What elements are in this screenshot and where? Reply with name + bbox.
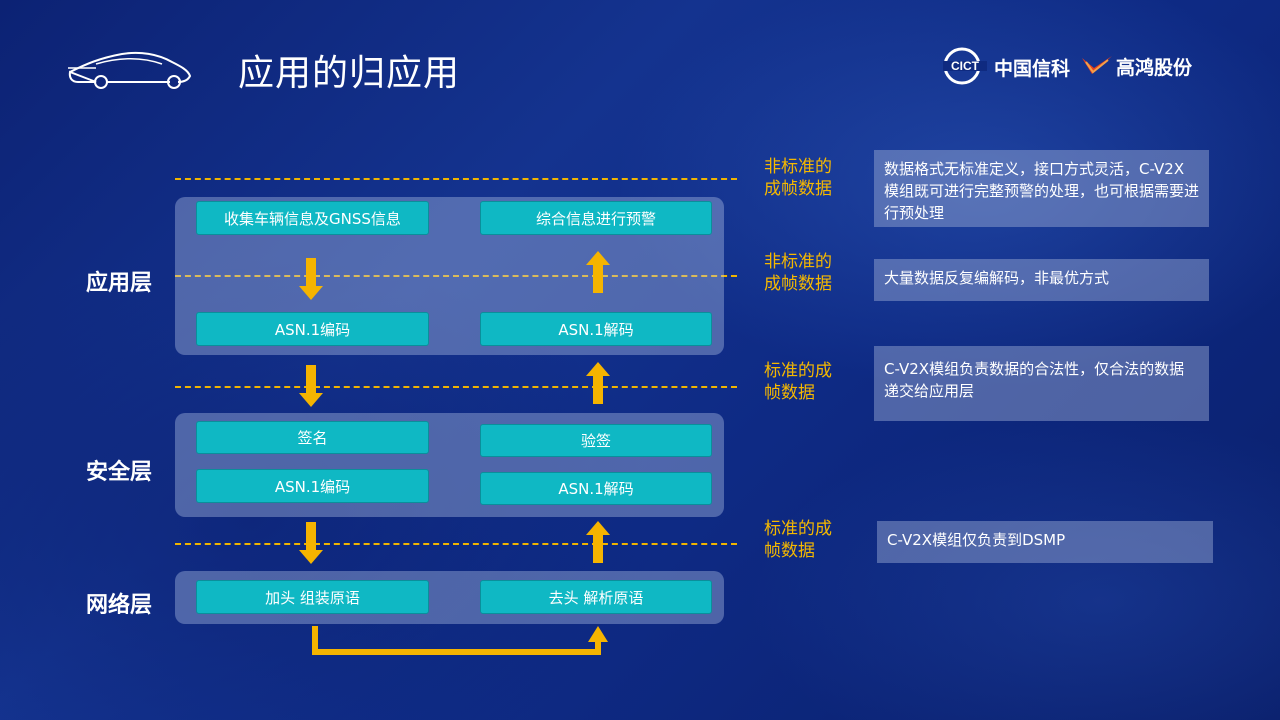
annotation-note-4: C-V2X模组仅负责到DSMP: [877, 521, 1213, 563]
sign-box: 签名: [196, 421, 429, 454]
application-layer-label: 应用层: [86, 271, 153, 296]
loop-connector: [312, 626, 601, 655]
annotation-label-4: 标准的成 帧数据: [764, 519, 832, 561]
annotation-label-3: 标准的成 帧数据: [764, 361, 832, 403]
annotation-note-2: 大量数据反复编解码，非最优方式: [874, 259, 1209, 301]
arrow-up-3: [586, 521, 610, 563]
sec-asn1-decode-box: ASN.1解码: [480, 472, 712, 505]
annotation-label-2: 非标准的 成帧数据: [764, 252, 832, 294]
annotation-note-3: C-V2X模组负责数据的合法性，仅合法的数据递交给应用层: [874, 346, 1209, 421]
sec-asn1-encode-box: ASN.1编码: [196, 469, 429, 503]
annotation-note-1: 数据格式无标准定义，接口方式灵活，C-V2X模组既可进行完整预警的处理，也可根据…: [874, 150, 1209, 227]
security-layer-label: 安全层: [86, 460, 153, 485]
divider-line-3: [175, 386, 737, 388]
arrow-down-1: [299, 258, 323, 300]
add-header-box: 加头 组装原语: [196, 580, 429, 614]
divider-line-2: [175, 275, 737, 277]
gohigh-logo-icon: [1082, 56, 1112, 74]
arrow-up-2: [586, 362, 610, 404]
cict-logo-text: 中国信科: [994, 58, 1071, 80]
annotation-label-1: 非标准的 成帧数据: [764, 157, 832, 199]
page-title: 应用的归应用: [238, 53, 461, 94]
arrow-down-3: [299, 522, 323, 564]
network-layer-label: 网络层: [86, 593, 153, 618]
loop-arrow-head: [588, 626, 608, 642]
remove-header-box: 去头 解析原语: [480, 580, 712, 614]
cict-logo-icon: CICT: [943, 47, 987, 85]
app-asn1-encode-box: ASN.1编码: [196, 312, 429, 346]
verify-box: 验签: [480, 424, 712, 457]
gohigh-logo-text: 高鸿股份: [1116, 57, 1193, 79]
divider-line-4: [175, 543, 737, 545]
arrow-up-1: [586, 251, 610, 293]
comprehensive-warning-box: 综合信息进行预警: [480, 201, 712, 235]
cict-logo-mark: CICT: [951, 59, 980, 73]
collect-vehicle-info-box: 收集车辆信息及GNSS信息: [196, 201, 429, 235]
car-icon: [68, 51, 192, 89]
arrow-down-2: [299, 365, 323, 407]
app-asn1-decode-box: ASN.1解码: [480, 312, 712, 346]
divider-line-1: [175, 178, 737, 180]
